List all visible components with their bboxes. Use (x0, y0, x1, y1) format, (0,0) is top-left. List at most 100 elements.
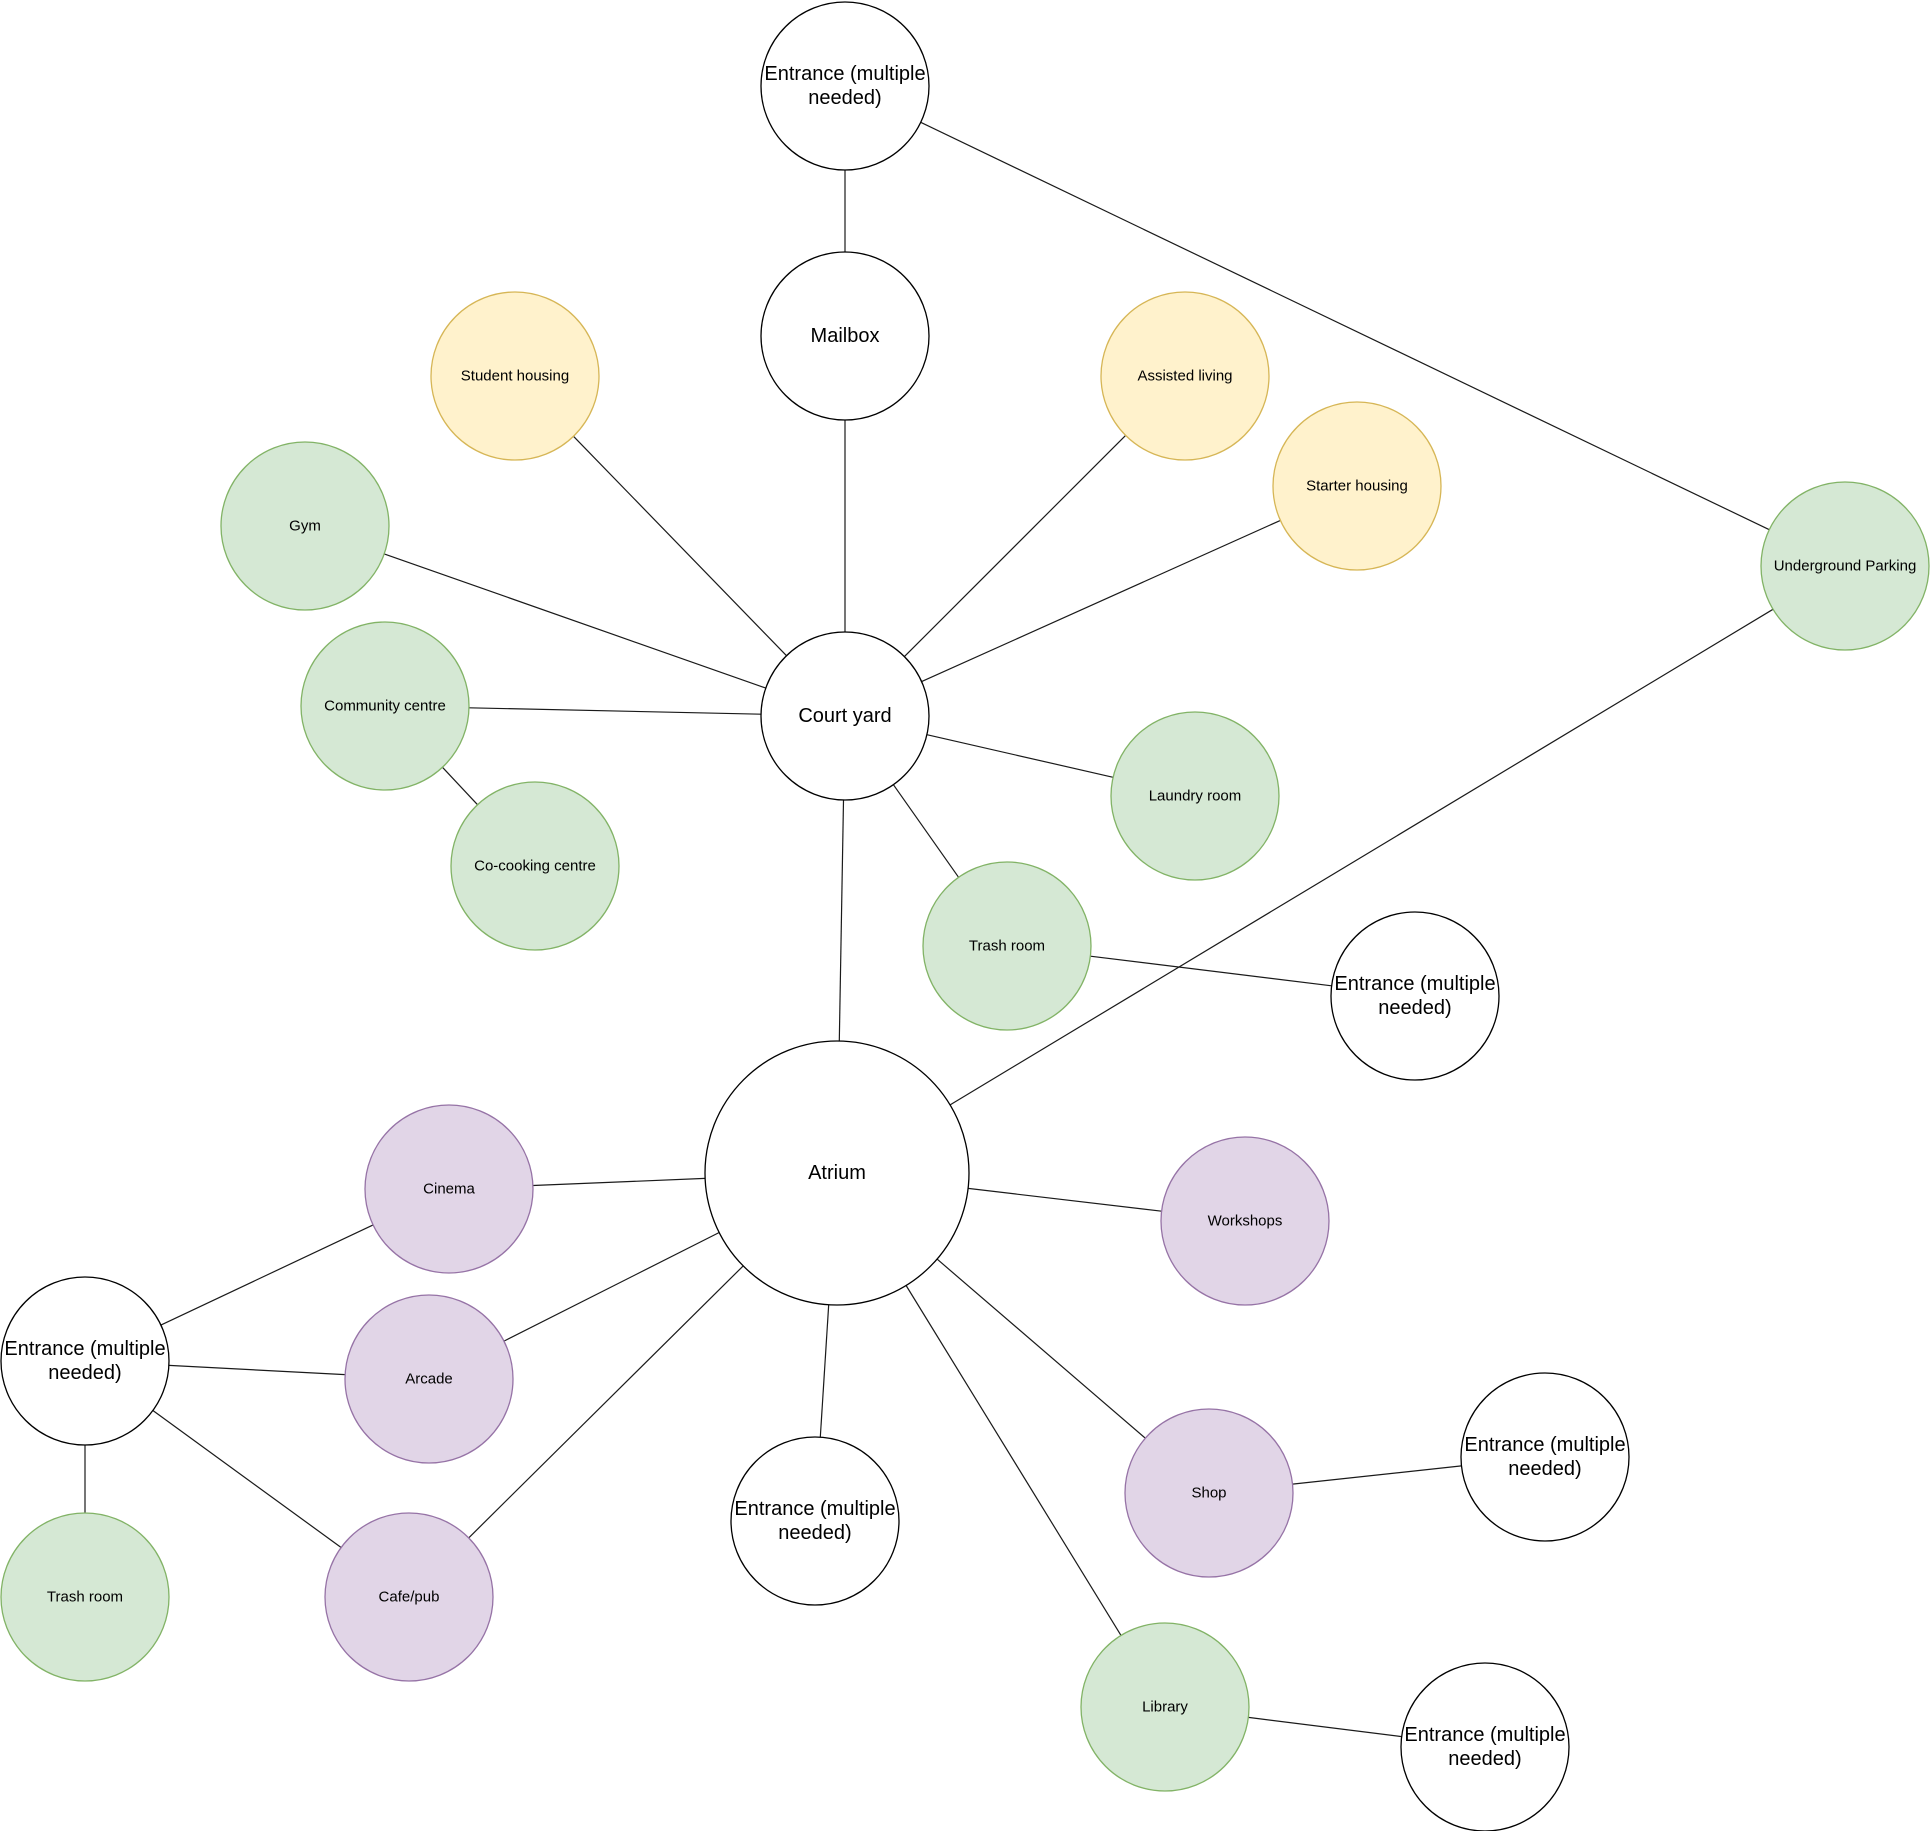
edges-layer (84, 121, 1774, 1738)
node-court-yard[interactable]: Court yard (760, 631, 930, 801)
node-circle-gym[interactable] (220, 441, 390, 611)
node-label-library: Library (1142, 1699, 1188, 1716)
node-circle-community-centre[interactable] (300, 621, 470, 791)
node-gym[interactable]: Gym (220, 441, 390, 611)
node-label-mailbox: Mailbox (811, 325, 880, 347)
node-circle-entrance-shop[interactable] (1460, 1372, 1630, 1542)
node-label-starter-housing: Starter housing (1306, 478, 1408, 495)
node-circle-underground-parking[interactable] (1760, 481, 1930, 651)
edge-entrance-left-to-arcade (168, 1364, 346, 1376)
edge-atrium-to-library (905, 1285, 1122, 1636)
node-circle-laundry-room[interactable] (1110, 711, 1280, 881)
node-circle-arcade[interactable] (344, 1294, 514, 1464)
node-circle-cafe-pub[interactable] (324, 1512, 494, 1682)
node-label-line: needed) (1508, 1458, 1581, 1480)
node-label-co-cooking-centre: Co-cooking centre (474, 858, 596, 875)
edge-underground-parking-to-atrium (949, 608, 1774, 1106)
node-circle-entrance-library[interactable] (1400, 1662, 1570, 1831)
node-workshops[interactable]: Workshops (1160, 1136, 1330, 1306)
node-circle-workshops[interactable] (1160, 1136, 1330, 1306)
node-circle-co-cooking-centre[interactable] (450, 781, 620, 951)
node-circle-cinema[interactable] (364, 1104, 534, 1274)
node-circle-student-housing[interactable] (430, 291, 600, 461)
edge-atrium-to-workshops (968, 1187, 1162, 1212)
node-co-cooking-centre[interactable]: Co-cooking centre (450, 781, 620, 951)
edge-shop-to-entrance-shop (1292, 1465, 1462, 1485)
node-label-gym: Gym (289, 518, 321, 535)
node-label-line: needed) (48, 1362, 121, 1384)
edge-atrium-to-cafe-pub (468, 1265, 744, 1539)
node-circle-trash-room-left[interactable] (0, 1512, 170, 1682)
node-circle-shop[interactable] (1124, 1408, 1294, 1578)
node-laundry-room[interactable]: Laundry room (1110, 711, 1280, 881)
node-circle-assisted-living[interactable] (1100, 291, 1270, 461)
node-label-student-housing: Student housing (461, 368, 569, 385)
node-label-arcade: Arcade (405, 1371, 453, 1388)
node-label-atrium: Atrium (808, 1162, 866, 1184)
node-label-cafe-pub: Cafe/pub (379, 1589, 440, 1606)
edge-atrium-to-shop (936, 1258, 1146, 1439)
node-label-cinema: Cinema (423, 1181, 475, 1198)
node-label-line: Entrance (multiple (1404, 1724, 1565, 1746)
node-circle-atrium[interactable] (704, 1040, 970, 1306)
edge-court-yard-to-laundry-room (926, 734, 1114, 778)
edge-community-centre-to-court-yard (468, 707, 762, 715)
edge-trash-room-center-to-entrance-right (1090, 955, 1332, 987)
node-label-line: needed) (778, 1522, 851, 1544)
node-label-trash-room-left: Trash room (47, 1589, 123, 1606)
node-underground-parking[interactable]: Underground Parking (1760, 481, 1930, 651)
edge-library-to-entrance-library (1248, 1716, 1402, 1738)
node-label-line: Entrance (multiple (734, 1498, 895, 1520)
node-student-housing[interactable]: Student housing (430, 291, 600, 461)
node-circle-starter-housing[interactable] (1272, 401, 1442, 571)
node-label-line: Entrance (multiple (4, 1338, 165, 1360)
node-mailbox[interactable]: Mailbox (760, 251, 930, 421)
node-trash-room-center[interactable]: Trash room (922, 861, 1092, 1031)
node-circle-entrance-bottom[interactable] (730, 1436, 900, 1606)
node-cinema[interactable]: Cinema (364, 1104, 534, 1274)
node-circle-mailbox[interactable] (760, 251, 930, 421)
edge-starter-housing-to-court-yard (921, 519, 1281, 683)
node-arcade[interactable]: Arcade (344, 1294, 514, 1464)
node-community-centre[interactable]: Community centre (300, 621, 470, 791)
node-label-line: needed) (808, 87, 881, 109)
node-label-workshops: Workshops (1208, 1213, 1283, 1230)
node-label-line: needed) (1448, 1748, 1521, 1770)
edge-entrance-left-to-cinema (160, 1224, 374, 1326)
node-label-trash-room-center: Trash room (969, 938, 1045, 955)
edge-court-yard-to-atrium (838, 799, 845, 1042)
edge-entrance-top-to-underground-parking (920, 121, 1770, 531)
edge-atrium-to-cinema (532, 1177, 706, 1187)
node-circle-library[interactable] (1080, 1622, 1250, 1792)
node-label-line: Entrance (multiple (764, 63, 925, 85)
node-library[interactable]: Library (1080, 1622, 1250, 1792)
edge-entrance-left-to-cafe-pub (152, 1410, 342, 1548)
node-label-shop: Shop (1191, 1485, 1226, 1502)
node-shop[interactable]: Shop (1124, 1408, 1294, 1578)
node-circle-entrance-left[interactable] (0, 1276, 170, 1446)
node-label-line: Entrance (multiple (1334, 973, 1495, 995)
edge-community-centre-to-co-cooking-centre (442, 766, 478, 806)
node-label-laundry-room: Laundry room (1149, 788, 1242, 805)
node-circle-entrance-top[interactable] (760, 1, 930, 171)
node-circle-entrance-right[interactable] (1330, 911, 1500, 1081)
node-cafe-pub[interactable]: Cafe/pub (324, 1512, 494, 1682)
node-atrium[interactable]: Atrium (704, 1040, 970, 1306)
node-circle-trash-room-center[interactable] (922, 861, 1092, 1031)
node-trash-room-left[interactable]: Trash room (0, 1512, 170, 1682)
node-assisted-living[interactable]: Assisted living (1100, 291, 1270, 461)
node-starter-housing[interactable]: Starter housing (1272, 401, 1442, 571)
node-circle-court-yard[interactable] (760, 631, 930, 801)
